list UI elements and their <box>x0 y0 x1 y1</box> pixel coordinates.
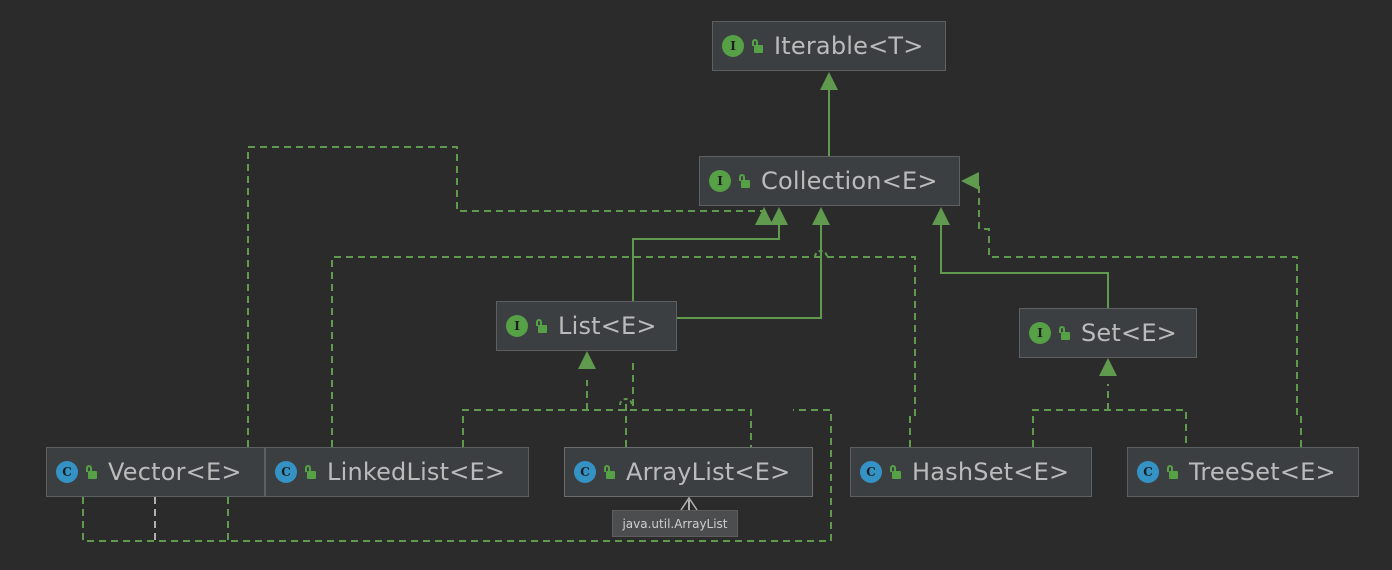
node-label: LinkedList<E> <box>327 458 506 486</box>
arrowhead-collection-from-set <box>932 207 950 225</box>
arrowhead-set <box>1099 358 1117 376</box>
class-badge-icon: C <box>1137 461 1159 483</box>
node-hashset[interactable]: C HashSet<E> <box>850 447 1092 497</box>
node-treeset[interactable]: C TreeSet<E> <box>1127 447 1359 497</box>
unlocked-padlock-icon <box>603 465 615 479</box>
node-label: List<E> <box>558 312 657 340</box>
edge-treeset-to-collection <box>978 181 1302 447</box>
node-list[interactable]: I List<E> <box>496 301 677 351</box>
edge-hop-list <box>619 398 633 406</box>
node-iterable[interactable]: I Iterable<T> <box>712 21 946 71</box>
arrowhead-iterable <box>820 72 838 90</box>
node-collection[interactable]: I Collection<E> <box>699 156 960 206</box>
node-arraylist[interactable]: C ArrayList<E> <box>564 447 813 497</box>
node-label: Collection<E> <box>761 167 938 195</box>
class-badge-icon: C <box>860 461 882 483</box>
node-label: Iterable<T> <box>774 32 924 60</box>
node-label: ArrayList<E> <box>626 458 791 486</box>
unlocked-padlock-icon <box>535 319 547 333</box>
edge-hop-collection <box>814 250 828 258</box>
edge-hashset-to-collection <box>821 256 916 447</box>
edge-solid-list-branch <box>632 225 780 301</box>
edge-set-to-collection <box>940 225 1109 308</box>
interface-badge-icon: I <box>506 315 528 337</box>
interface-badge-icon: I <box>722 35 744 57</box>
arrowhead-collection-from-vector <box>755 207 773 225</box>
node-label: HashSet<E> <box>912 458 1070 486</box>
edge-linkedlist-to-collection <box>331 256 821 447</box>
node-label: TreeSet<E> <box>1189 458 1336 486</box>
arrowhead-list <box>578 351 596 369</box>
arrowhead-collection-from-treeset <box>961 172 979 190</box>
arrowhead-collection-from-list <box>812 207 830 225</box>
class-badge-icon: C <box>275 461 297 483</box>
unlocked-padlock-icon <box>751 39 763 53</box>
interface-badge-icon: I <box>1029 322 1051 344</box>
node-vector[interactable]: C Vector<E> <box>46 447 265 497</box>
node-set[interactable]: I Set<E> <box>1019 308 1197 358</box>
class-badge-icon: C <box>574 461 596 483</box>
unlocked-padlock-icon <box>738 174 750 188</box>
edge-vector-to-collection <box>247 146 765 447</box>
arraylist-tooltip: java.util.ArrayList <box>612 510 738 537</box>
interface-badge-icon: I <box>709 170 731 192</box>
edge-bottom-loop <box>82 409 832 542</box>
class-badge-icon: C <box>56 461 78 483</box>
arrowhead-arraylist-hollow <box>680 496 698 511</box>
unlocked-padlock-icon <box>304 465 316 479</box>
edge-sets-to-set-bus <box>1032 409 1187 447</box>
unlocked-padlock-icon <box>85 465 97 479</box>
unlocked-padlock-icon <box>1166 465 1178 479</box>
arrowhead-collection-from-list-branch <box>770 207 788 225</box>
unlocked-padlock-icon <box>1058 326 1070 340</box>
node-linkedlist[interactable]: C LinkedList<E> <box>265 447 529 497</box>
node-label: Set<E> <box>1081 319 1177 347</box>
edge-classes-to-list-bus <box>462 409 752 447</box>
node-label: Vector<E> <box>108 458 242 486</box>
unlocked-padlock-icon <box>889 465 901 479</box>
